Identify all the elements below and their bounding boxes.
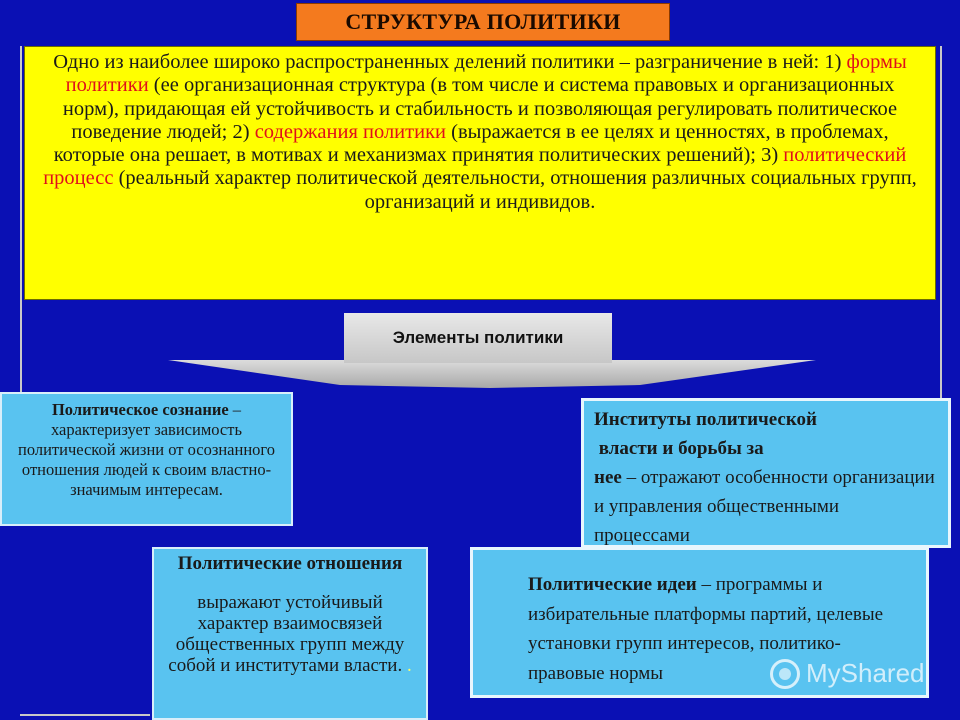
frame-left-line bbox=[20, 46, 22, 392]
political-consciousness-box: Политическое сознание – характеризует за… bbox=[0, 392, 293, 526]
ideas-term: Политические идеи bbox=[528, 574, 697, 595]
ideas-text: – программы и избирательные платформы па… bbox=[528, 574, 884, 684]
relations-term: Политические отношения bbox=[177, 553, 403, 574]
slide-title: СТРУКТУРА ПОЛИТИКИ bbox=[345, 9, 621, 34]
intro-box: Одно из наиболее широко распространенных… bbox=[24, 46, 936, 300]
intro-highlight-process: политический процесс bbox=[43, 144, 907, 190]
political-institutions-box: Институты политической власти и борьбы з… bbox=[581, 398, 951, 548]
title-box: СТРУКТУРА ПОЛИТИКИ bbox=[296, 3, 670, 41]
intro-highlight-content: содержания политики bbox=[254, 120, 447, 143]
institutions-text: – отражают особенности организации и упр… bbox=[594, 467, 935, 546]
intro-text-3: (выражается в ее целях и ценностях, в пр… bbox=[53, 120, 889, 167]
intro-text-4: (реальный характер политической деятельн… bbox=[113, 167, 917, 213]
consciousness-text: – характеризует зависимость политической… bbox=[17, 400, 276, 499]
consciousness-term: Политическое сознание bbox=[51, 400, 229, 419]
myshared-logo-icon bbox=[770, 658, 800, 689]
political-relations-box: Политические отношения выражают устойчив… bbox=[152, 547, 428, 720]
institutions-term-line1: Институты политической bbox=[594, 409, 817, 430]
intro-text-1: Одно из наиболее широко распространенных… bbox=[53, 51, 847, 73]
watermark-text: MyShared bbox=[806, 658, 925, 688]
relations-text: выражают устойчивый характер взаимосвязе… bbox=[168, 592, 407, 676]
frame-bottom-line bbox=[20, 714, 150, 716]
banner-label: Элементы политики bbox=[392, 328, 564, 347]
frame-right-line bbox=[940, 46, 942, 400]
intro-highlight-forms: формы политики bbox=[65, 51, 907, 97]
political-ideas-box: Политические идеи – программы и избирате… bbox=[470, 547, 929, 698]
intro-text-2: (ее организационная структура (в том чис… bbox=[62, 74, 898, 143]
institutions-term-line3: нее bbox=[594, 467, 622, 488]
institutions-term-line2: власти и борьбы за bbox=[594, 438, 764, 459]
watermark: MyShared bbox=[770, 658, 925, 689]
relations-dot: . bbox=[406, 655, 412, 676]
elements-banner: Элементы политики bbox=[344, 313, 612, 363]
